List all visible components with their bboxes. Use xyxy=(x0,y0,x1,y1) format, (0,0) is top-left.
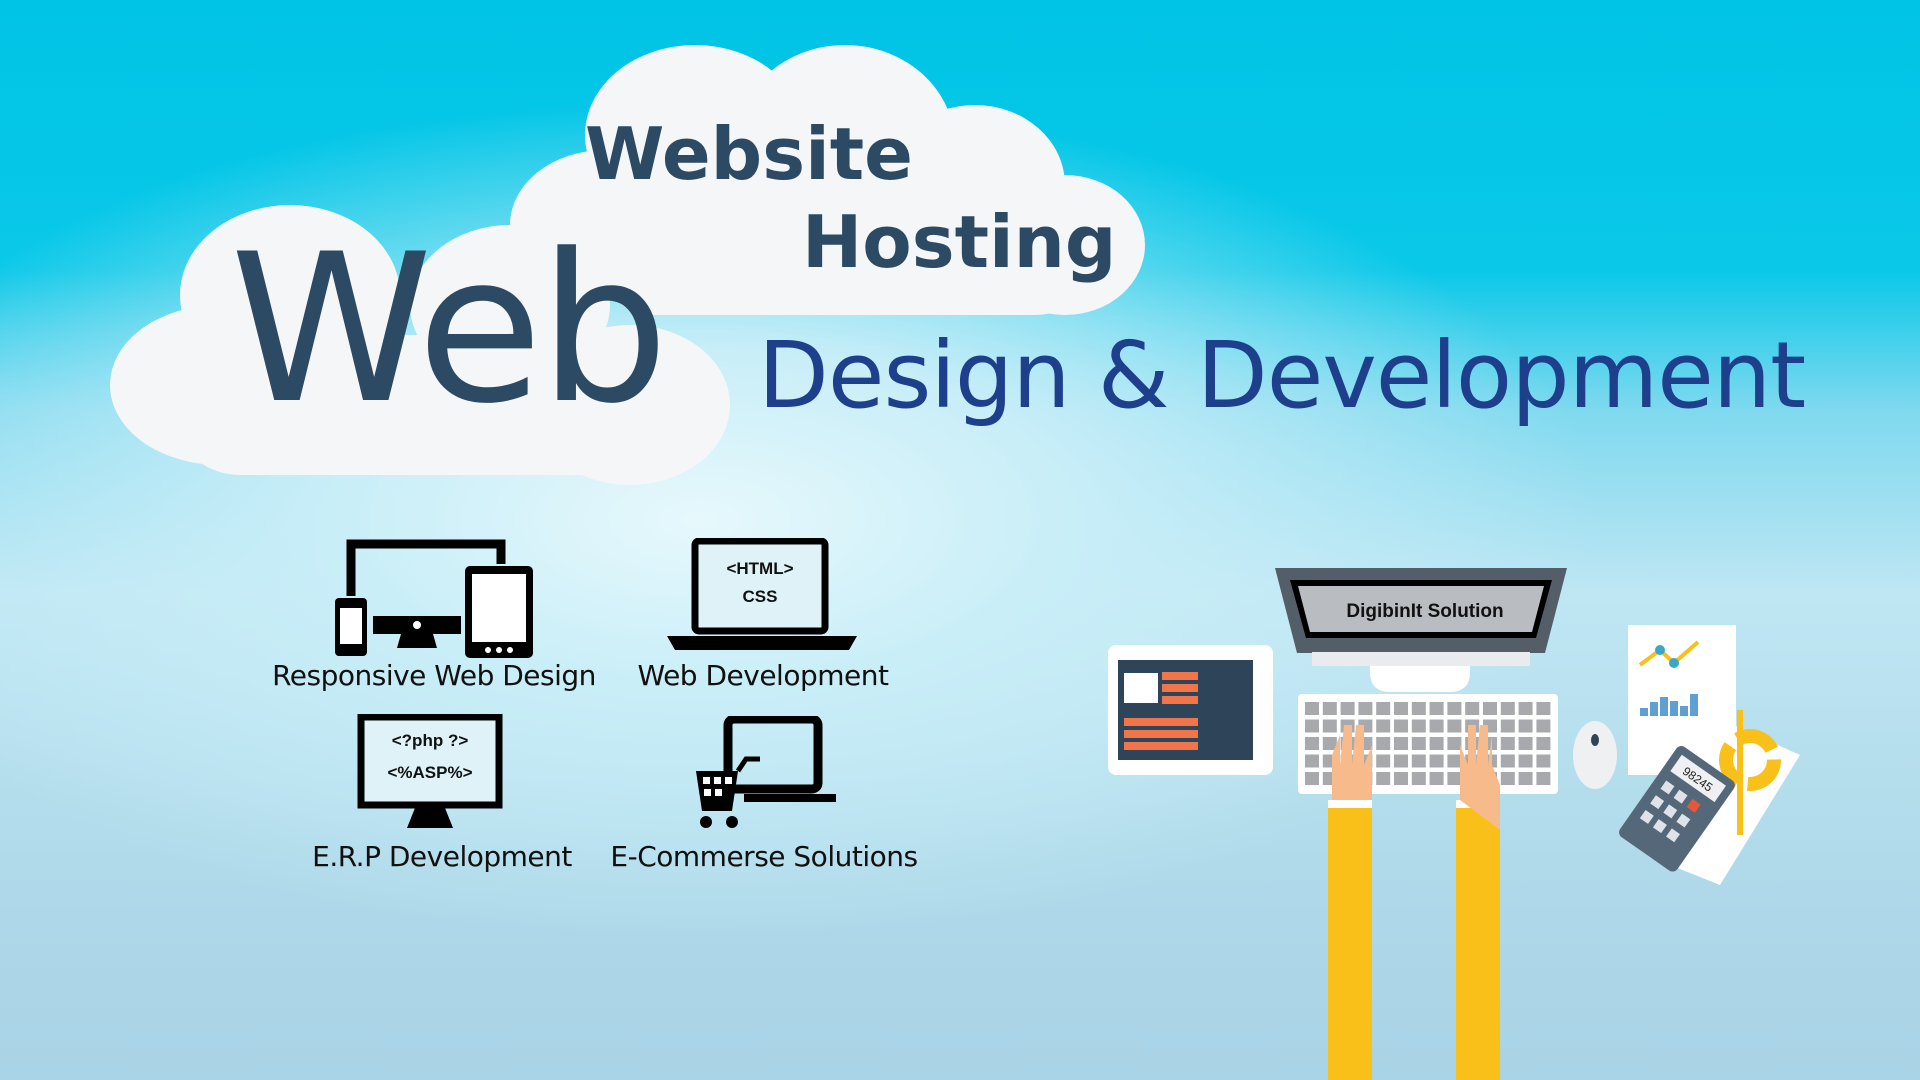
keyboard-key xyxy=(1411,737,1426,750)
service-label-webdev: Web Development xyxy=(637,659,889,692)
screen-line-php: <?php ?> xyxy=(392,731,469,750)
keyboard-key xyxy=(1518,702,1533,715)
keyboard-key xyxy=(1376,754,1391,768)
keyboard-key xyxy=(1376,702,1391,715)
monitor-icon: DigibinIt Solution xyxy=(1275,568,1567,692)
laptop-code-icon: <HTML> CSS xyxy=(667,538,857,650)
keyboard-key xyxy=(1376,772,1391,785)
hands-icon xyxy=(1328,725,1500,1080)
keyboard-key xyxy=(1536,754,1551,768)
keyboard-key xyxy=(1305,772,1319,785)
service-label-responsive: Responsive Web Design xyxy=(272,659,596,692)
keyboard-key xyxy=(1376,737,1391,750)
keyboard-key xyxy=(1447,719,1462,733)
workspace-illustration: DigibinIt Solution 98245 xyxy=(1108,568,1800,1080)
service-label-erp: E.R.P Development xyxy=(312,840,572,873)
cloud-top xyxy=(510,45,1145,315)
keyboard-key xyxy=(1394,702,1408,715)
keyboard-key xyxy=(1305,737,1319,750)
keyboard-key xyxy=(1394,719,1408,733)
keyboard-key xyxy=(1500,702,1515,715)
keyboard-key xyxy=(1500,754,1515,768)
keyboard-key xyxy=(1394,772,1408,785)
keyboard-key xyxy=(1429,754,1444,768)
headline-web: Web xyxy=(230,211,669,449)
headline-subtitle: Design & Development xyxy=(758,322,1806,429)
keyboard-key xyxy=(1305,754,1319,768)
monitor-code-icon: <?php ?> <%ASP%> xyxy=(357,714,503,828)
keyboard-key xyxy=(1500,719,1515,733)
keyboard-key xyxy=(1322,702,1337,715)
keyboard-key xyxy=(1394,737,1408,750)
keyboard-key xyxy=(1305,719,1319,733)
tablet-icon xyxy=(1108,645,1273,775)
cloud-left xyxy=(110,205,730,485)
keyboard-key xyxy=(1447,737,1462,750)
keyboard-key xyxy=(1340,702,1355,715)
keyboard-key xyxy=(1518,754,1533,768)
pie-document-icon xyxy=(1670,710,1800,885)
keyboard-key xyxy=(1411,702,1426,715)
responsive-devices-icon xyxy=(335,539,533,658)
keyboard-key xyxy=(1536,719,1551,733)
keyboard-key xyxy=(1518,772,1533,785)
screen-line-asp: <%ASP%> xyxy=(387,763,472,782)
keyboard-key xyxy=(1411,772,1426,785)
keyboard-key xyxy=(1429,719,1444,733)
keyboard-key xyxy=(1465,702,1480,715)
keyboard-key xyxy=(1305,702,1319,715)
keyboard-key xyxy=(1429,772,1444,785)
keyboard-key xyxy=(1536,772,1551,785)
keyboard-key xyxy=(1394,754,1408,768)
keyboard-key xyxy=(1376,719,1391,733)
keyboard-key xyxy=(1518,737,1533,750)
keyboard-key xyxy=(1500,737,1515,750)
keyboard-key xyxy=(1322,719,1337,733)
keyboard-key xyxy=(1536,702,1551,715)
keyboard-key xyxy=(1322,737,1337,750)
headline-website: Website xyxy=(585,112,914,196)
keyboard-key xyxy=(1483,702,1497,715)
keyboard-key xyxy=(1447,754,1462,768)
mouse-icon xyxy=(1573,721,1617,789)
keyboard-key xyxy=(1429,737,1444,750)
cart-laptop-icon xyxy=(696,716,836,828)
keyboard-key xyxy=(1358,702,1373,715)
keyboard-key xyxy=(1536,737,1551,750)
screen-line-css: CSS xyxy=(743,587,778,606)
service-label-ecommerce: E-Commerse Solutions xyxy=(610,840,918,873)
headline-hosting: Hosting xyxy=(802,200,1117,284)
keyboard-key xyxy=(1518,719,1533,733)
keyboard-key xyxy=(1500,772,1515,785)
calculator-icon: 98245 xyxy=(1619,745,1735,872)
keyboard-key xyxy=(1429,702,1444,715)
keyboard-key xyxy=(1411,719,1426,733)
keyboard-key xyxy=(1447,702,1462,715)
keyboard-key xyxy=(1447,772,1462,785)
keyboard-key xyxy=(1411,754,1426,768)
monitor-text: DigibinIt Solution xyxy=(1346,601,1503,622)
screen-line-html: <HTML> xyxy=(726,559,793,578)
